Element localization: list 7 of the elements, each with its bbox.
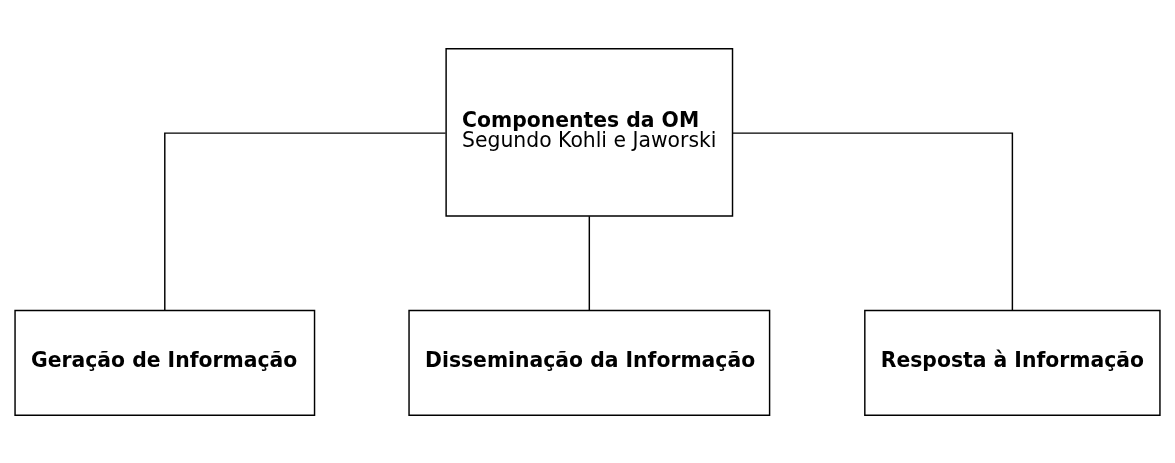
node-box: Disseminação da Informação bbox=[408, 309, 771, 416]
node-box: Geração de Informação bbox=[14, 309, 316, 416]
connector bbox=[588, 215, 591, 311]
node-box: Resposta à Informação bbox=[864, 309, 1161, 416]
connector bbox=[164, 131, 447, 311]
connector bbox=[731, 131, 1014, 311]
node-box: Componentes da OM Segundo Kohli e Jaworski bbox=[445, 47, 734, 217]
